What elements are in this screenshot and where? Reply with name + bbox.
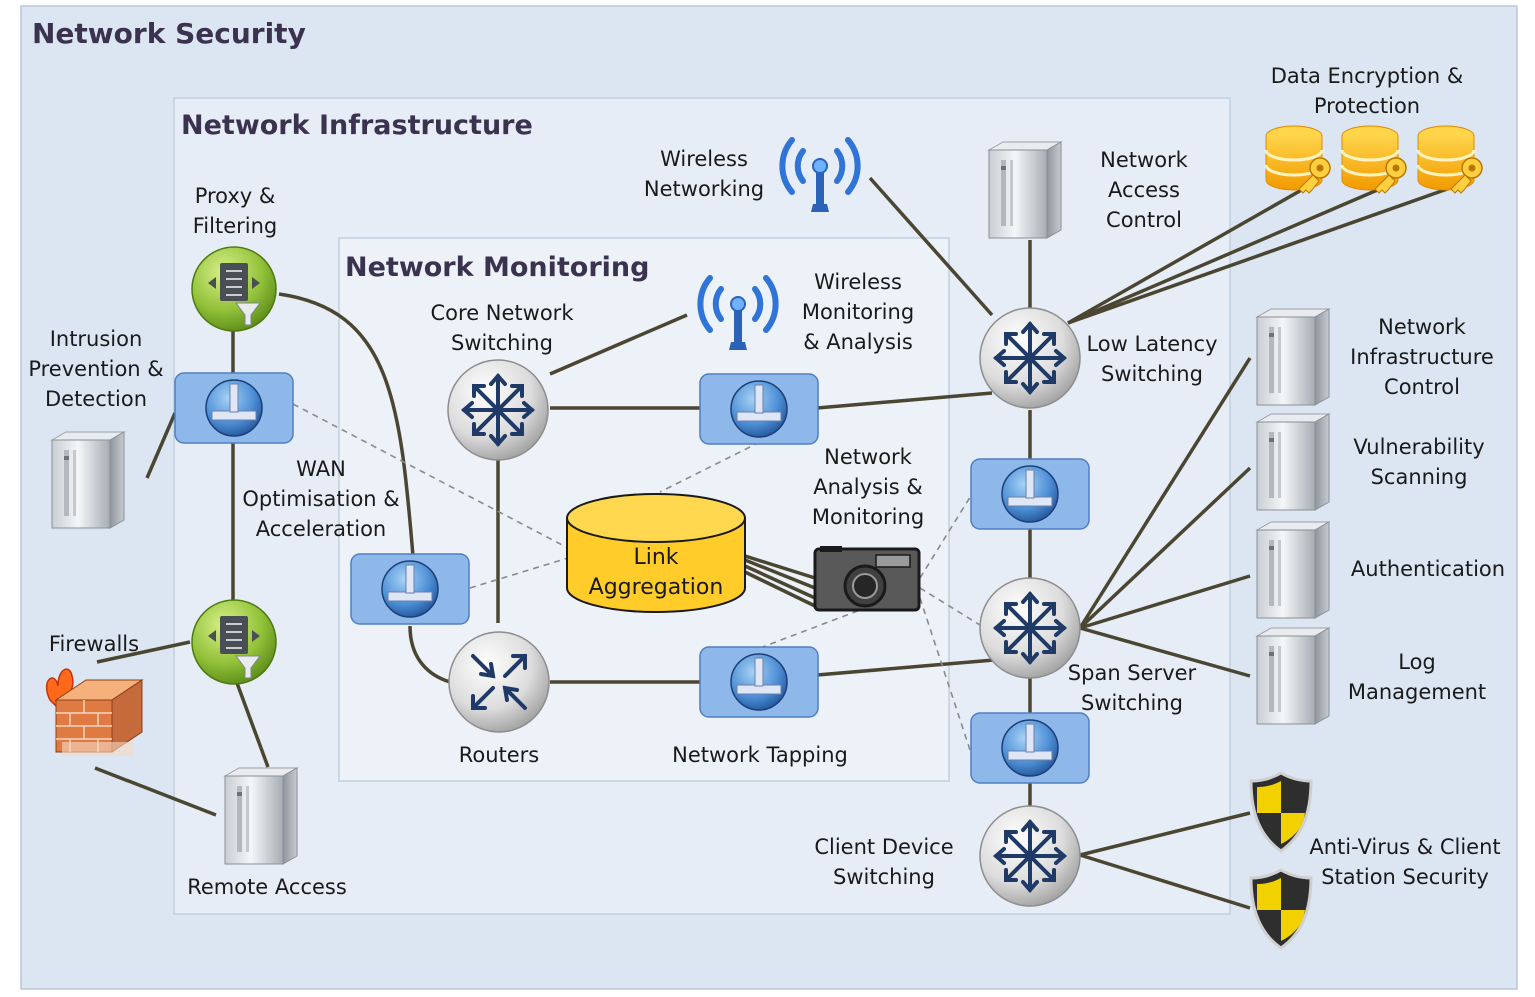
ips-label-line: Intrusion [50, 327, 143, 351]
ips-server-icon [51, 431, 125, 529]
lowlat-label-line: Switching [1101, 362, 1203, 386]
log-label-line: Log [1398, 650, 1436, 674]
wan-filter-icon [191, 599, 277, 685]
ips-label-line: Prevention & [28, 357, 163, 381]
network-infrastructure-title: Network Infrastructure [181, 110, 533, 141]
core-switch-icon [446, 358, 550, 462]
log-management-server-icon [1256, 627, 1330, 725]
ips-label-line: Detection [45, 387, 147, 411]
firewall-icon [45, 668, 144, 756]
wan-label-line: Acceleration [256, 517, 387, 541]
proxy-label-line: Filtering [193, 214, 277, 238]
camera-icon [813, 546, 921, 612]
span-label-line: Switching [1081, 691, 1183, 715]
nam-label-line: Analysis & [813, 475, 923, 499]
nac-label-line: Network [1100, 148, 1189, 172]
proxy-label-line: Proxy & [195, 184, 276, 208]
router-icon [447, 630, 551, 734]
network-tap-icon [699, 646, 819, 718]
nic-label-line: Infrastructure [1350, 345, 1494, 369]
network-infrastructure-control-server-icon [1256, 308, 1330, 406]
nic-label-line: Control [1384, 375, 1460, 399]
remote-access-server-icon [224, 767, 298, 865]
tapping-label-line: Network Tapping [672, 743, 848, 767]
vulnerability-scanning-server-icon [1256, 413, 1330, 511]
proxy-filtering-label: Proxy & Filtering [193, 184, 277, 238]
wnet-label-line: Networking [644, 177, 764, 201]
network-monitoring-title: Network Monitoring [345, 252, 649, 283]
connection-links [94, 176, 1451, 910]
nam-label-line: Monitoring [812, 505, 924, 529]
remote-access-label: Remote Access [187, 875, 347, 899]
link-aggregation-label-line1: Link [633, 545, 678, 570]
wireless-tap-icon [699, 373, 819, 445]
wmon-label-line: Wireless [814, 270, 902, 294]
enc-label-line: Protection [1314, 94, 1420, 118]
wmon-label-line: & Analysis [803, 330, 913, 354]
wan-tap-icon [350, 553, 470, 625]
encryption-database-icon [1340, 124, 1408, 195]
core-label-line: Core Network [431, 301, 575, 325]
remote-label-line: Remote Access [187, 875, 347, 899]
tap-dashed-links [292, 403, 981, 751]
encryption-database-icon [1264, 124, 1332, 195]
vuln-label-line: Scanning [1371, 465, 1468, 489]
low-latency-switch-icon [978, 306, 1082, 410]
av-label-line: Station Security [1321, 865, 1489, 889]
client-label-line: Client Device [814, 835, 953, 859]
nac-label-line: Control [1106, 208, 1182, 232]
ips-tap-icon [174, 372, 294, 444]
firewalls-label: Firewalls [49, 632, 139, 656]
routers-label: Routers [459, 743, 540, 767]
wan-label-line: WAN [296, 457, 346, 481]
span-label-line: Span Server [1068, 661, 1197, 685]
lowlat-tap-icon [970, 458, 1090, 530]
wan-label-line: Optimisation & [242, 487, 399, 511]
link-aggregation-cylinder: Link Aggregation [566, 493, 746, 613]
wnet-label-line: Wireless [660, 147, 748, 171]
client-label-line: Switching [833, 865, 935, 889]
enc-label-line: Data Encryption & [1271, 64, 1464, 88]
nac-label-line: Access [1108, 178, 1180, 202]
link-aggregation-label-line2: Aggregation [589, 575, 724, 600]
log-label-line: Management [1348, 680, 1486, 704]
client-device-switch-icon [978, 804, 1082, 908]
wan-optimisation-label: WAN Optimisation & Acceleration [242, 457, 399, 541]
vuln-label-line: Vulnerability [1353, 435, 1484, 459]
network-access-control-server-icon [988, 141, 1062, 239]
network-tapping-label: Network Tapping [672, 743, 848, 767]
proxy-filter-icon [191, 246, 277, 332]
authentication-server-icon [1256, 521, 1330, 619]
data-encryption-label: Data Encryption & Protection [1271, 64, 1464, 118]
nam-label-line: Network [824, 445, 913, 469]
routers-label-line: Routers [459, 743, 540, 767]
firewalls-label-line: Firewalls [49, 632, 139, 656]
av-label-line: Anti-Virus & Client [1309, 835, 1500, 859]
wmon-label-line: Monitoring [802, 300, 914, 324]
authentication-label: Authentication [1351, 557, 1505, 581]
network-security-title: Network Security [32, 17, 306, 50]
client-tap-icon [970, 712, 1090, 784]
lowlat-label-line: Low Latency [1086, 332, 1217, 356]
span-server-switch-icon [978, 576, 1082, 680]
auth-label-line: Authentication [1351, 557, 1505, 581]
core-label-line: Switching [451, 331, 553, 355]
nic-label-line: Network [1378, 315, 1467, 339]
encryption-database-icon [1416, 124, 1484, 195]
